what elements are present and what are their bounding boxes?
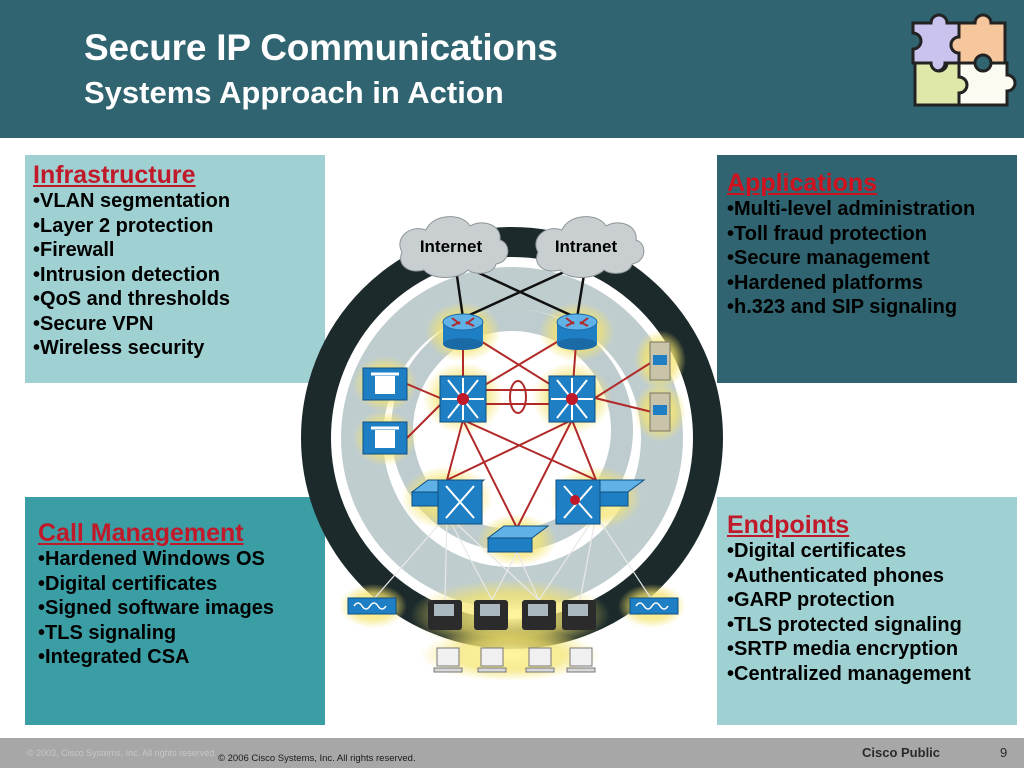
- call-manager-icon: [362, 367, 408, 401]
- infrastructure-heading: Infrastructure: [33, 161, 196, 189]
- link-bundle: [509, 380, 527, 414]
- list-item: Intrusion detection: [33, 263, 325, 288]
- list-item: Digital certificates: [727, 539, 1017, 564]
- footer-faint-copyright: © 2003, Cisco Systems, Inc. All rights r…: [27, 748, 217, 758]
- router-icon: [442, 313, 484, 350]
- list-item: GARP protection: [727, 588, 1017, 613]
- ip-phone-icon: [522, 600, 556, 630]
- core-switch-icon: [439, 375, 487, 423]
- list-item: Layer 2 protection: [33, 214, 325, 239]
- endpoints-box: Endpoints Digital certificates Authentic…: [717, 497, 1017, 725]
- list-item: Hardened platforms: [727, 271, 1017, 296]
- network-diagram: Internet Intranet: [301, 216, 723, 681]
- intranet-label: Intranet: [555, 237, 618, 256]
- server-icon: [649, 341, 671, 381]
- internet-cloud: [399, 216, 509, 278]
- list-item: Firewall: [33, 238, 325, 263]
- call-management-box: Call Management Hardened Windows OS Digi…: [25, 497, 325, 725]
- list-item: Digital certificates: [38, 572, 325, 597]
- pc-icon: [433, 647, 463, 673]
- puzzle-icon: [911, 13, 1017, 107]
- wireless-access-point-icon: [629, 597, 679, 615]
- list-item: Hardened Windows OS: [38, 547, 325, 572]
- list-item: QoS and thresholds: [33, 287, 325, 312]
- list-item: SRTP media encryption: [727, 637, 1017, 662]
- footer-classification: Cisco Public: [862, 745, 941, 760]
- endpoints-heading: Endpoints: [727, 511, 850, 539]
- distribution-switch-icon: [555, 479, 646, 525]
- list-item: h.323 and SIP signaling: [727, 295, 1017, 320]
- list-item: VLAN segmentation: [33, 189, 325, 214]
- access-links: [372, 514, 653, 601]
- list-item: TLS protected signaling: [727, 613, 1017, 638]
- ip-phone-icon: [474, 600, 508, 630]
- core-switch-icon: [548, 375, 596, 423]
- call-manager-icon: [362, 421, 408, 455]
- access-switch-icon: [486, 525, 550, 553]
- applications-box: Applications Multi-level administration …: [717, 155, 1017, 383]
- footer-copyright: © 2006 Cisco Systems, Inc. All rights re…: [218, 753, 416, 764]
- applications-heading: Applications: [727, 169, 878, 197]
- wireless-access-point-icon: [347, 597, 397, 615]
- page-title: Secure IP Communications: [84, 27, 558, 68]
- list-item: Secure management: [727, 246, 1017, 271]
- list-item: Centralized management: [727, 662, 1017, 687]
- distribution-switch-icon: [410, 479, 486, 525]
- ip-phone-icon: [428, 600, 462, 630]
- pc-icon: [525, 647, 555, 673]
- list-item: Signed software images: [38, 596, 325, 621]
- ip-phone-icon: [562, 600, 596, 630]
- infrastructure-box: Infrastructure VLAN segmentation Layer 2…: [25, 155, 325, 383]
- list-item: Multi-level administration: [727, 197, 1017, 222]
- list-item: TLS signaling: [38, 621, 325, 646]
- call-management-heading: Call Management: [38, 519, 244, 547]
- pc-icon: [566, 647, 596, 673]
- footer-bar: [0, 738, 1024, 768]
- list-item: Wireless security: [33, 336, 325, 361]
- server-icon: [649, 392, 671, 432]
- list-item: Toll fraud protection: [727, 222, 1017, 247]
- intranet-cloud: [535, 216, 645, 278]
- pc-icon: [477, 647, 507, 673]
- list-item: Authenticated phones: [727, 564, 1017, 589]
- list-item: Secure VPN: [33, 312, 325, 337]
- internet-label: Internet: [420, 237, 483, 256]
- page-subtitle: Systems Approach in Action: [84, 75, 504, 110]
- list-item: Integrated CSA: [38, 645, 325, 670]
- router-icon: [556, 313, 598, 350]
- header-bar: [0, 0, 1024, 138]
- page-number: 9: [1000, 745, 1008, 760]
